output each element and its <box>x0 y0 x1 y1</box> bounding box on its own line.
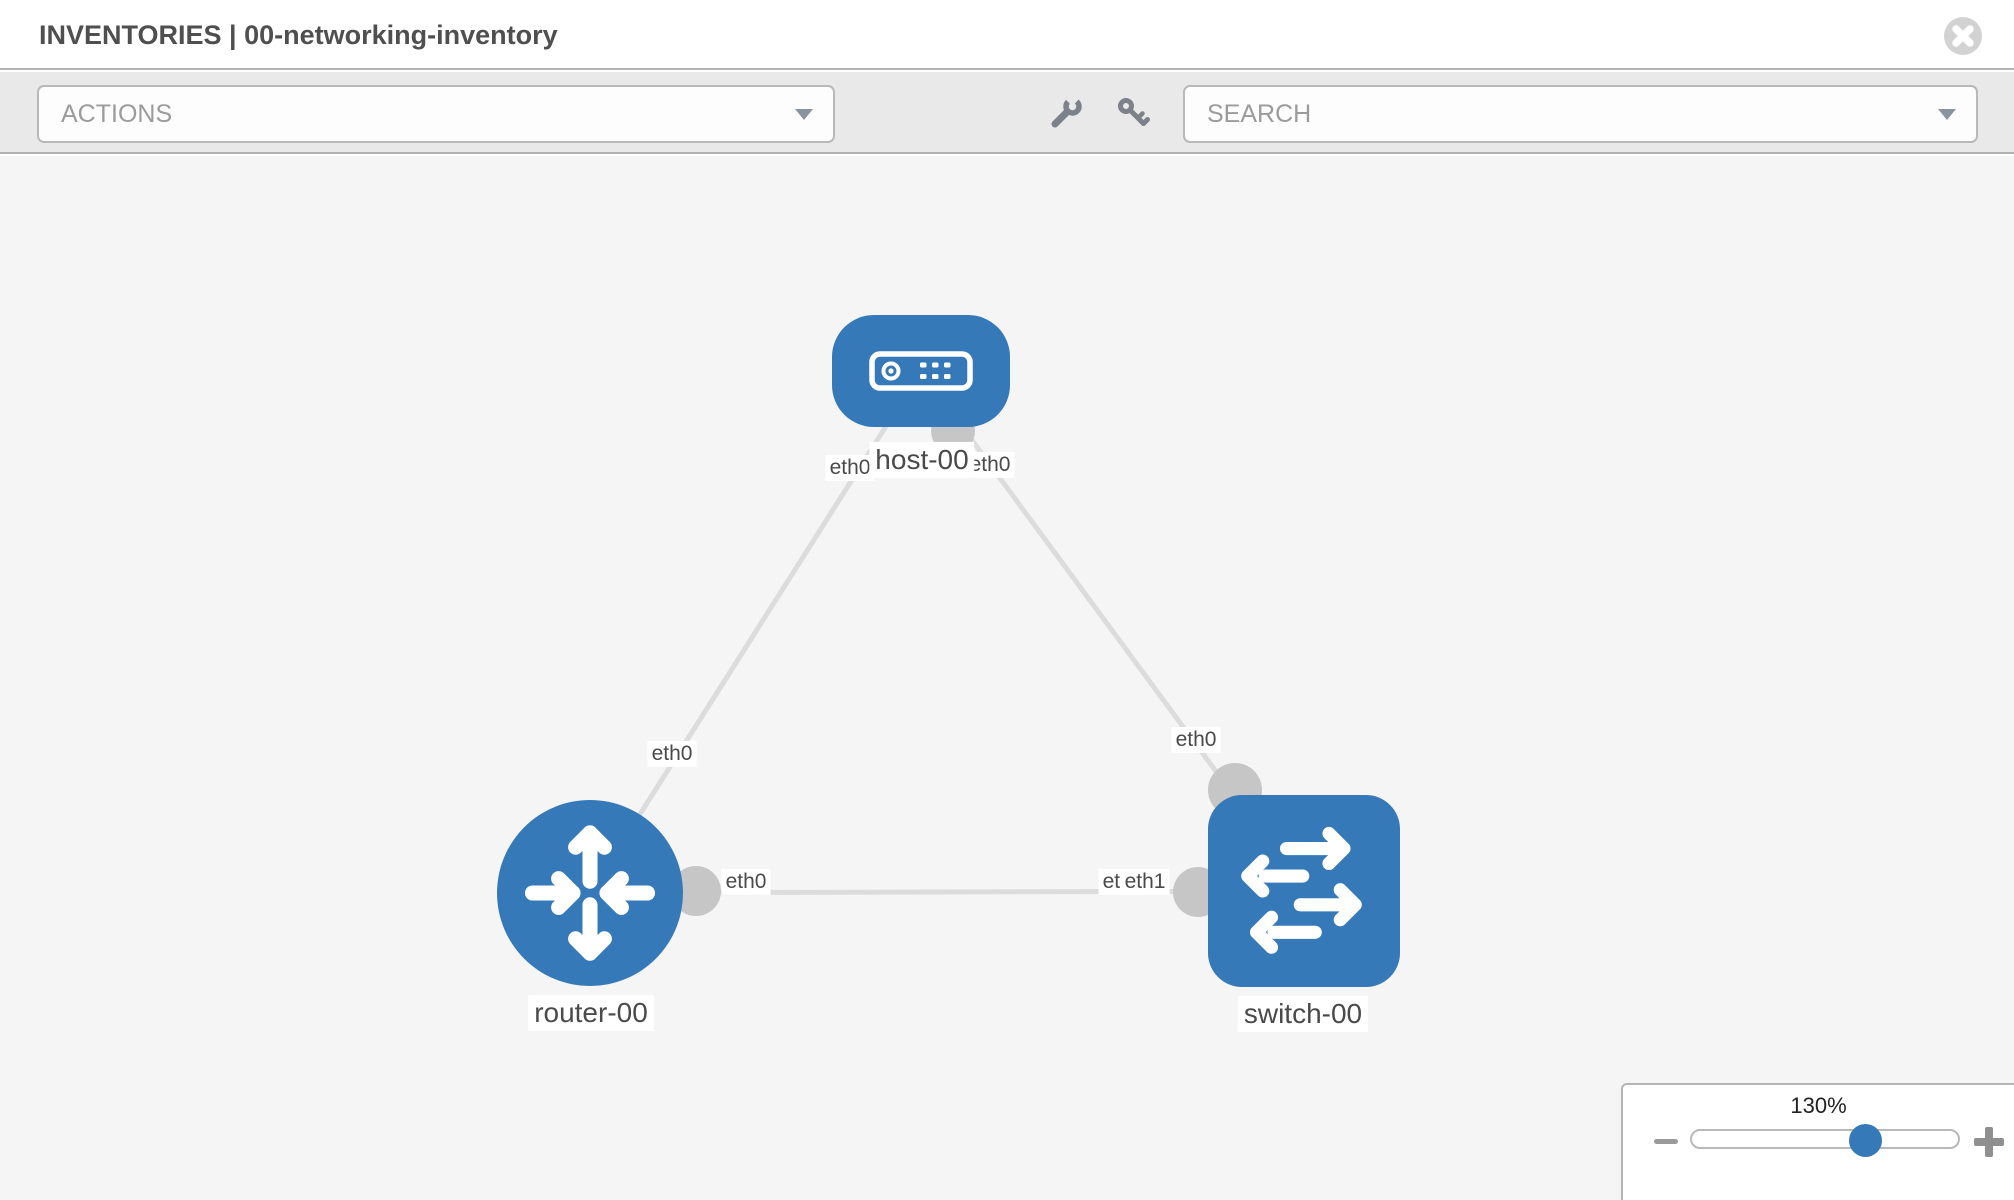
key-button[interactable] <box>1113 94 1153 134</box>
router-icon <box>524 825 656 961</box>
page-title: INVENTORIES | 00-networking-inventory <box>39 20 558 50</box>
node-switch-00[interactable] <box>1208 795 1400 987</box>
key-icon <box>1118 97 1150 126</box>
node-host-00[interactable] <box>832 315 1010 427</box>
actions-dropdown[interactable]: ACTIONS <box>37 85 835 143</box>
zoom-panel: 130% <box>1621 1083 2014 1200</box>
topology-canvas[interactable]: eth0 eth0 eth0 eth0 eth0 eth0 eth1 host-… <box>0 156 2014 1200</box>
toolbar: ACTIONS SEARCH <box>0 72 2014 154</box>
actions-dropdown-label: ACTIONS <box>61 100 173 128</box>
interface-label: eth1 <box>1120 868 1170 896</box>
interface-label: eth0 <box>647 740 697 768</box>
interface-label: eth0 <box>721 868 771 896</box>
page-header: INVENTORIES | 00-networking-inventory <box>0 0 2014 70</box>
zoom-in-button[interactable] <box>1973 1126 2005 1158</box>
wrench-button[interactable] <box>1046 94 1086 134</box>
wrench-icon <box>1051 96 1082 127</box>
topology-links-layer <box>587 369 1307 917</box>
close-icon <box>1944 17 1982 55</box>
search-dropdown[interactable]: SEARCH <box>1183 85 1978 143</box>
minus-icon <box>1654 1139 1678 1144</box>
connector-router-right <box>671 866 721 916</box>
search-dropdown-label: SEARCH <box>1207 100 1312 128</box>
zoom-out-button[interactable] <box>1650 1126 1684 1156</box>
zoom-slider[interactable] <box>1690 1124 1960 1157</box>
caret-down-icon <box>795 109 813 120</box>
interface-label: eth0 <box>825 454 875 482</box>
interface-label: eth0 <box>1171 726 1221 754</box>
zoom-level: 130% <box>1790 1093 1847 1118</box>
switch-icon <box>1241 826 1362 954</box>
node-label: switch-00 <box>1237 995 1369 1033</box>
close-button[interactable] <box>1943 16 1983 56</box>
node-label: router-00 <box>528 994 654 1032</box>
node-router-00[interactable] <box>497 800 683 986</box>
host-icon <box>869 351 973 391</box>
plus-icon <box>1985 1127 1993 1157</box>
node-label: host-00 <box>869 441 975 479</box>
zoom-slider-thumb[interactable] <box>1849 1124 1882 1157</box>
caret-down-icon <box>1938 109 1956 120</box>
